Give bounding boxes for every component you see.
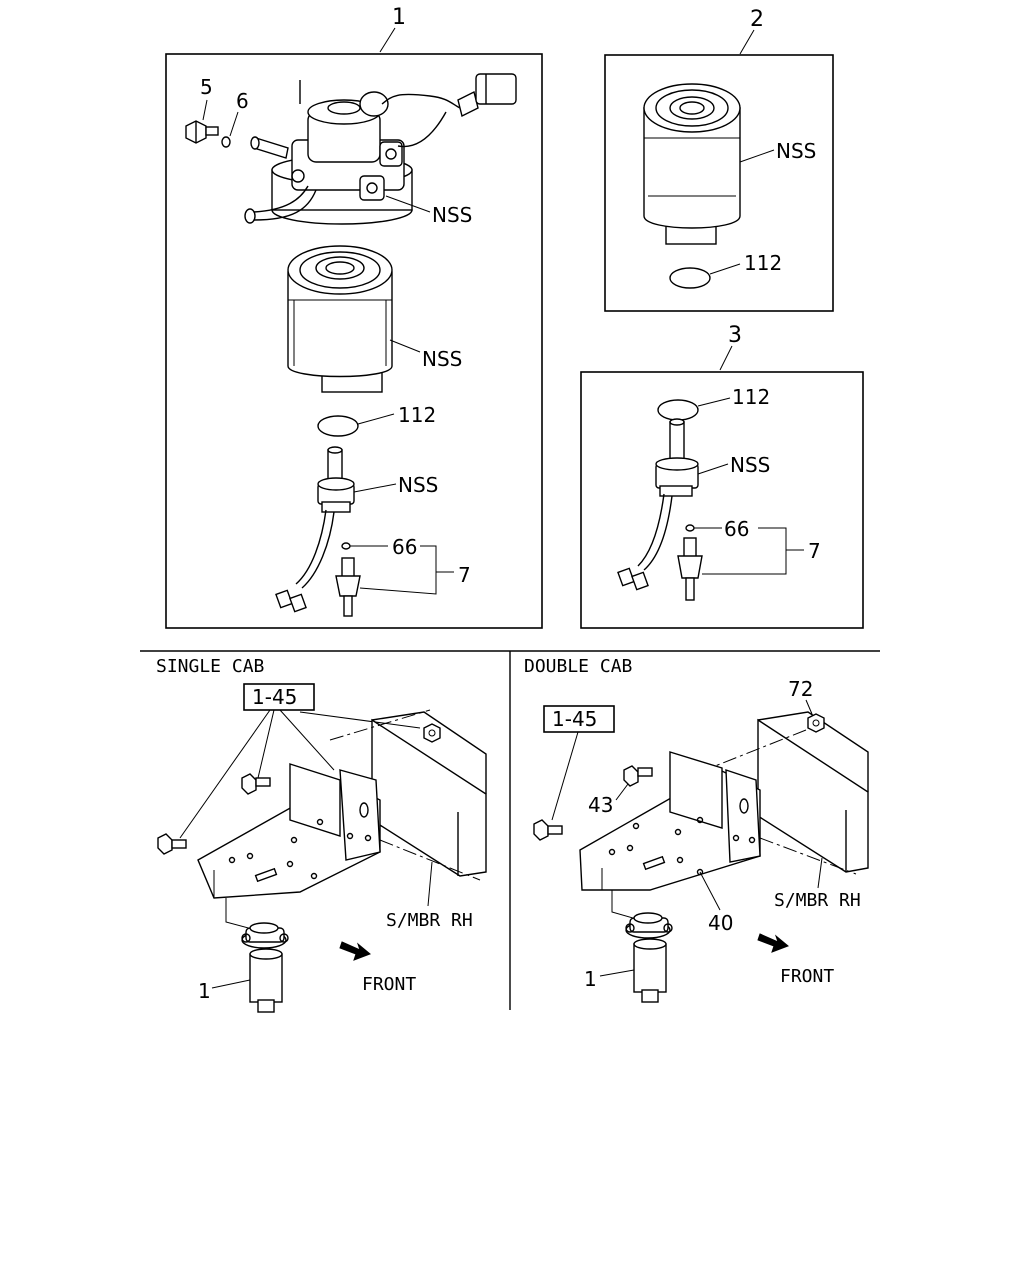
double-cab-bracket-callout: 40 [708, 911, 733, 935]
double-cab-front-arrow [757, 933, 789, 953]
single-cab-filter [211, 922, 289, 1013]
single-cab-nut [423, 723, 441, 743]
assembly-3-o-ring-part [657, 397, 731, 421]
assembly-1-callout: 1 [392, 5, 406, 30]
single-cab-bracket [197, 763, 381, 899]
double-cab-front-label: FRONT [780, 966, 834, 987]
assembly-3-group: 3 112 NSS 66 [580, 323, 864, 629]
assembly-1-group: 1 5 6 [165, 5, 543, 629]
assembly-2-group: 2 NSS 112 [604, 7, 834, 312]
double-cab-bolt-callout: 43 [588, 793, 613, 817]
o-ring-66-callout: 66 [392, 535, 417, 559]
sensor-part [275, 446, 397, 613]
single-cab-member-label: S/MBR RH [386, 910, 473, 931]
o-ring-66-part [341, 542, 388, 550]
assembly-2-o-ring-callout: 112 [744, 251, 782, 275]
single-cab-front-arrow [339, 941, 371, 961]
assembly-3-o-ring-callout: 112 [732, 385, 770, 409]
double-cab-bolt-left [533, 819, 563, 841]
double-cab-ref-label: 1-45 [552, 707, 597, 731]
single-cab-ref-label: 1-45 [252, 685, 297, 709]
assembly-2-o-ring-part [669, 263, 741, 289]
double-cab-bracket [579, 751, 761, 891]
washer-6-part [221, 111, 239, 148]
o-ring-112-callout: 112 [398, 403, 436, 427]
assembly-3-sensor-part [617, 418, 729, 591]
double-cab-nut-72 [805, 699, 825, 733]
single-cab-group: SINGLE CAB 1-45 [156, 656, 487, 1013]
filter-element-nss-callout: NSS [422, 347, 462, 371]
double-cab-filter-callout: 1 [584, 967, 597, 991]
bolt-5-callout: 5 [200, 75, 213, 99]
filter-head-nss-callout: NSS [432, 203, 472, 227]
double-cab-group: DOUBLE CAB 1-45 [524, 656, 869, 1003]
single-cab-heading: SINGLE CAB [156, 656, 264, 677]
sensor-nss-callout: NSS [398, 473, 438, 497]
switch-7-part [335, 545, 454, 617]
assembly-1-leader [379, 27, 396, 53]
double-cab-ref-box [543, 705, 615, 733]
assembly-3-frame [580, 371, 864, 629]
bolt-5-part [185, 99, 219, 144]
assembly-1-frame [165, 53, 543, 629]
double-cab-nut-callout: 72 [788, 677, 813, 701]
double-cab-member-label: S/MBR RH [774, 890, 861, 911]
assembly-3-switch-callout: 7 [808, 539, 821, 563]
filter-element-part [287, 245, 421, 393]
assembly-3-switch-part [677, 527, 804, 601]
single-cab-ref-box [243, 683, 315, 711]
double-cab-heading: DOUBLE CAB [524, 656, 632, 677]
assembly-3-sensor-nss-callout: NSS [730, 453, 770, 477]
assembly-2-nss-callout: NSS [776, 139, 816, 163]
single-cab-front-label: FRONT [362, 974, 416, 995]
assembly-2-element-part [643, 83, 775, 245]
assembly-2-frame [604, 54, 834, 312]
assembly-2-callout: 2 [750, 7, 764, 32]
single-cab-bolt [157, 833, 187, 855]
single-cab-bolt-upper [241, 773, 271, 795]
double-cab-side-member [699, 711, 869, 875]
single-cab-filter-callout: 1 [198, 979, 211, 1003]
o-ring-112-part [317, 413, 395, 437]
filter-head-part [244, 73, 517, 225]
assembly-3-o-ring-66-part [685, 524, 722, 532]
washer-6-callout: 6 [236, 89, 249, 113]
switch-7-callout: 7 [458, 563, 471, 587]
double-cab-bolt-43 [615, 765, 653, 801]
assembly-3-o-ring-66-callout: 66 [724, 517, 749, 541]
double-cab-filter [599, 912, 673, 1003]
assembly-3-callout: 3 [728, 323, 742, 348]
